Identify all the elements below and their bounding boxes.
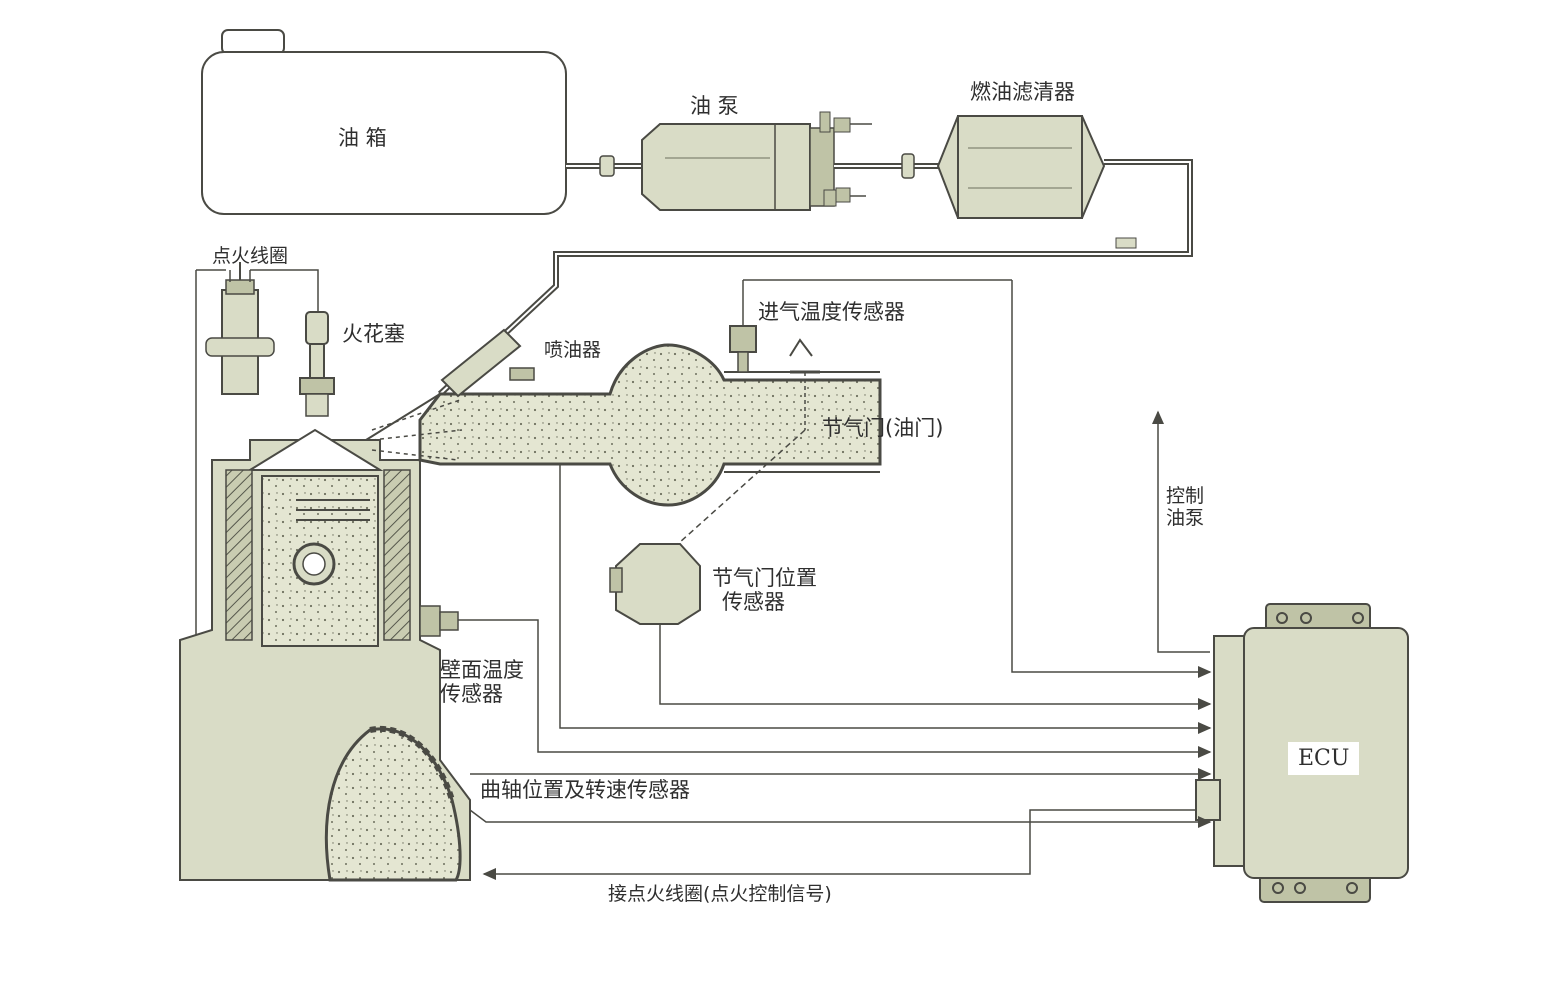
fuel-pump (641, 111, 872, 211)
label-throttle: 节气门(油门) (822, 416, 944, 440)
label-wall-temp-line1: 壁面温度 (440, 658, 524, 682)
wire-ignition-signal (482, 809, 1196, 880)
label-ignition-signal: 接点火线圈(点火控制信号) (608, 883, 832, 905)
engine-block (179, 428, 471, 882)
fuel-line-tank-pump (566, 155, 642, 177)
label-control-pump-line2: 油泵 (1166, 507, 1205, 529)
spark-plug (299, 311, 335, 417)
wire-crank (469, 809, 1212, 828)
label-fuel-tank: 油 箱 (338, 126, 387, 150)
wire-intake-temp (1011, 280, 1212, 678)
label-tps-line1: 节气门位置 (712, 566, 817, 590)
wire-wall-temp (458, 619, 1212, 758)
wire-pump-control (1152, 410, 1210, 653)
label-crank-sensor: 曲轴位置及转速传感器 (480, 778, 690, 802)
intake-manifold (365, 343, 882, 507)
wire-manifold (559, 464, 1212, 734)
throttle-valve (659, 370, 820, 561)
ignition-coil (205, 262, 275, 395)
fuel-filter (936, 115, 1106, 219)
throttle-position-sensor (609, 543, 701, 625)
label-ecu: ECU (1288, 742, 1360, 775)
fuel-line-filter-injector (437, 159, 1193, 397)
label-intake-temp-sensor: 进气温度传感器 (758, 300, 905, 324)
wire-throttle-pos (659, 624, 1212, 710)
label-control-pump-line1: 控制 (1166, 485, 1205, 507)
intake-temp-sensor (729, 280, 813, 373)
label-spark-plug: 火花塞 (342, 322, 405, 346)
label-tps-line2: 传感器 (722, 590, 785, 614)
label-wall-temp-line2: 传感器 (440, 682, 503, 706)
signal-wires (458, 279, 1212, 880)
label-ignition-coil: 点火线圈 (212, 245, 289, 267)
injector (440, 328, 535, 398)
label-injector: 喷油器 (544, 339, 602, 361)
label-fuel-pump: 油 泵 (690, 94, 739, 118)
fuel-line-pump-filter (834, 153, 940, 179)
fuel-tank (201, 29, 567, 215)
label-fuel-filter: 燃油滤清器 (970, 80, 1075, 104)
